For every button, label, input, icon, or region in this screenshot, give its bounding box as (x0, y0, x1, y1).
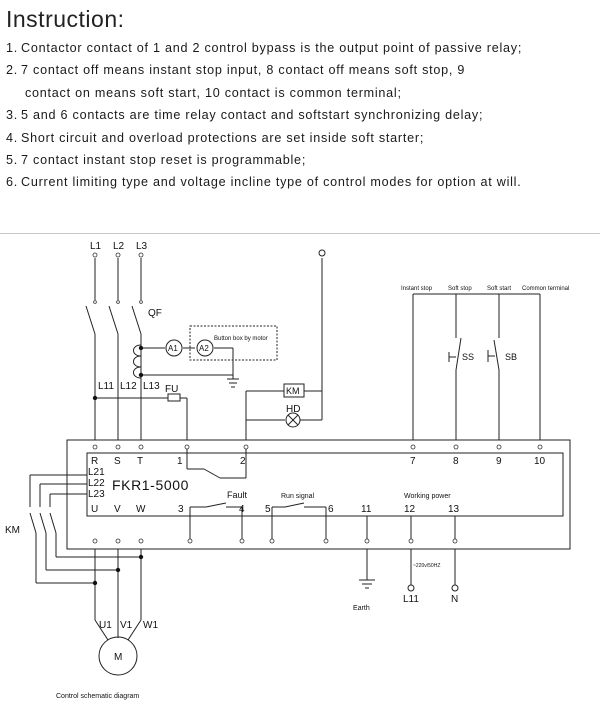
item-text: Short circuit and overload protections a… (21, 130, 425, 145)
ammeter-a1-label: A1 (168, 344, 178, 353)
instruction-list: 1.Contactor contact of 1 and 2 control b… (6, 37, 596, 194)
motor-label: M (114, 652, 122, 663)
terminal-r: R (91, 456, 98, 467)
lamp-label: HD (286, 404, 300, 415)
terminal-11: 11 (361, 504, 372, 515)
item-text: Contactor contact of 1 and 2 control byp… (21, 41, 523, 55)
junction-dots (92, 345, 144, 586)
fuse (167, 393, 181, 402)
terminal-4: 4 (239, 504, 245, 515)
model-label: FKR1-5000 (112, 477, 189, 493)
terminal-13: 13 (448, 504, 460, 515)
breaker-label: QF (148, 308, 162, 319)
item-number: 2. (6, 63, 19, 78)
voltage-note: ~220v/50HZ (413, 563, 440, 569)
terminal-s: S (114, 456, 121, 467)
fault-relay-contact (205, 502, 227, 508)
internal-terminal-stubs (186, 449, 456, 539)
bypass-label-l21: L21 (88, 467, 105, 478)
item-text-continued: contact on means soft start, 10 contact … (25, 85, 402, 100)
power-line-label: L11 (403, 594, 419, 605)
motor-terminal-w1: W1 (143, 620, 158, 631)
terminal-10: 10 (534, 456, 546, 467)
fuse-label: FU (165, 384, 178, 395)
motor-terminal-u1: U1 (99, 620, 112, 631)
terminal-2: 2 (240, 456, 246, 467)
phase-input-wires (85, 258, 142, 440)
bypass-label-l22: L22 (88, 478, 105, 489)
terminal-1: 1 (177, 456, 183, 467)
line-label-l11: L11 (98, 381, 114, 392)
header-soft-start: Soft start (487, 286, 511, 292)
run-relay-contact (284, 502, 305, 508)
input-label-l3: L3 (136, 241, 148, 252)
earth-label: Earth (353, 605, 370, 612)
input-label-l1: L1 (90, 241, 102, 252)
diagram-caption: Control schematic diagram (56, 693, 139, 700)
terminal-12: 12 (404, 504, 416, 515)
button-box-outline (189, 325, 278, 361)
motor-symbol (98, 636, 138, 676)
line-label-l12: L12 (120, 381, 137, 392)
header-soft-stop: Soft stop (448, 286, 472, 292)
coil-label: KM (286, 386, 300, 396)
button-box-label: Button box by motor (214, 336, 268, 342)
instruction-item: 2.7 contact off means instant stop input… (6, 59, 596, 104)
bypass-relay-contact (203, 468, 221, 479)
run-signal-label: Run signal (281, 493, 315, 500)
terminal-marks (92, 252, 543, 544)
item-number: 4. (6, 130, 19, 145)
item-text: 5 and 6 contacts are time relay contact … (21, 108, 484, 123)
terminal-t: T (137, 456, 143, 467)
soft-stop-actuator (448, 352, 456, 362)
terminal-v: V (114, 504, 121, 515)
instruction-item: 1.Contactor contact of 1 and 2 control b… (6, 37, 596, 59)
terminal-3: 3 (178, 504, 184, 515)
switch-ss-label: SS (462, 352, 474, 362)
current-transformer-coil (133, 344, 142, 379)
ammeter-a2-label: A2 (199, 344, 209, 353)
instruction-item: 3.5 and 6 contacts are time relay contac… (6, 104, 596, 126)
soft-start-actuator (487, 350, 495, 362)
header-common: Common terminal (522, 286, 569, 292)
ammeter-a1 (165, 339, 183, 357)
terminal-8: 8 (453, 456, 459, 467)
instruction-panel: Instruction: 1.Contactor contact of 1 an… (6, 6, 596, 194)
item-number: 1. (6, 41, 19, 55)
neutral-label: N (451, 594, 458, 605)
bypass-label-l23: L23 (88, 489, 105, 500)
ammeter-a2 (196, 339, 214, 357)
terminal-u: U (91, 504, 98, 515)
divider (0, 233, 600, 234)
item-text: 7 contact instant stop reset is programm… (21, 153, 307, 168)
fault-label: Fault (227, 490, 248, 500)
working-power-label: Working power (404, 493, 451, 500)
contactor-km-label: KM (5, 525, 20, 536)
item-number: 3. (6, 108, 19, 123)
switch-sb-label: SB (505, 352, 517, 362)
item-number: 5. (6, 153, 19, 168)
terminal-7: 7 (410, 456, 416, 467)
header-instant-stop: Instant stop (401, 286, 433, 292)
instruction-title: Instruction: (6, 6, 125, 32)
line-label-l13: L13 (143, 381, 160, 392)
terminal-6: 6 (328, 504, 334, 515)
input-label-l2: L2 (113, 241, 125, 252)
terminal-9: 9 (496, 456, 502, 467)
instruction-item: 5.7 contact instant stop reset is progra… (6, 149, 596, 171)
item-text: 7 contact off means instant stop input, … (21, 63, 466, 78)
instruction-item: 4.Short circuit and overload protections… (6, 127, 596, 149)
item-text: Current limiting type and voltage inclin… (21, 175, 522, 190)
motor-terminal-v1: V1 (120, 620, 133, 631)
terminal-5: 5 (265, 504, 271, 515)
bypass-wires (29, 474, 141, 584)
instruction-item: 6.Current limiting type and voltage incl… (6, 171, 596, 193)
control-schematic: L1 L2 L3 QF Button box by motor A1 A2 L1… (5, 241, 571, 700)
terminal-w: W (136, 504, 146, 515)
item-number: 6. (6, 175, 19, 190)
